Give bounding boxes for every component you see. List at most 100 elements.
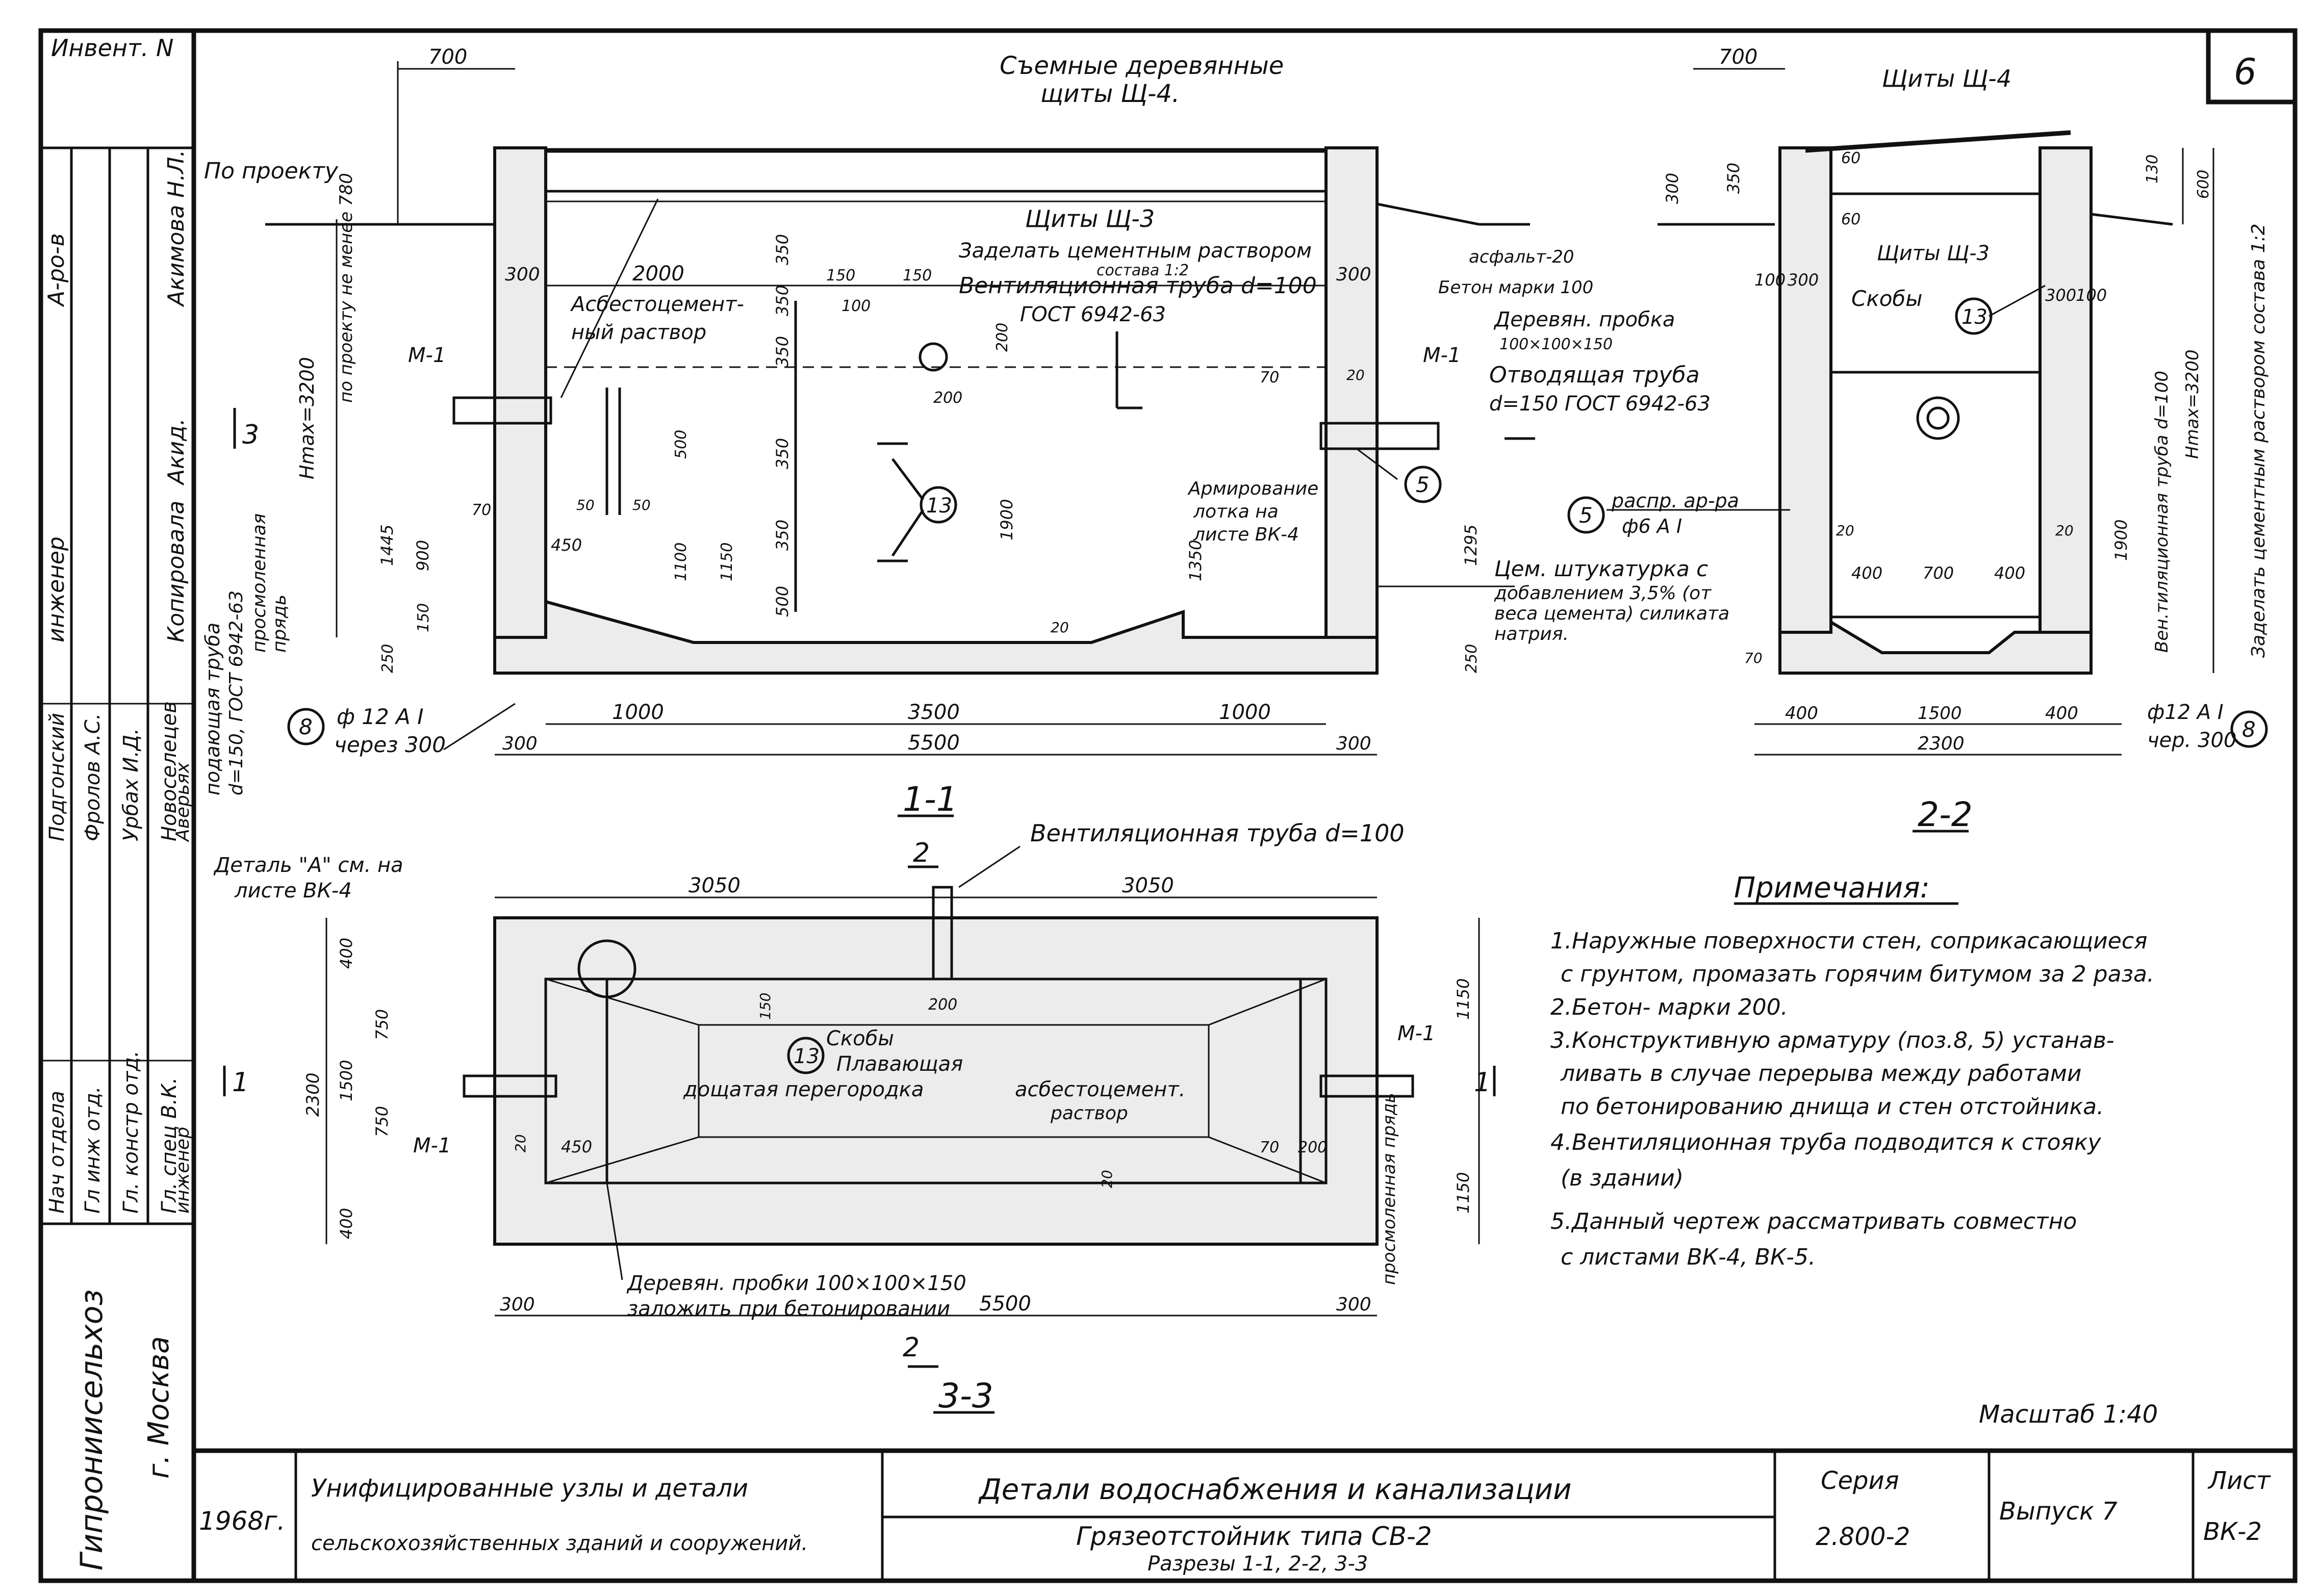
vent-pipe-2-2 bbox=[1916, 396, 1960, 440]
s33-d3050b: 3050 bbox=[1122, 874, 1174, 897]
s11-cut-3: 3 bbox=[242, 420, 259, 450]
tb-sheet-value: ВК-2 bbox=[2203, 1517, 2262, 1546]
s11-rebar: ф 12 А I bbox=[337, 704, 424, 729]
role-chief-constr: Гл. констр отд. bbox=[119, 1050, 143, 1214]
s11-by-project: По проекту bbox=[204, 158, 339, 184]
s33-d70: 70 bbox=[1260, 1139, 1279, 1156]
s33-d1150b: 1150 bbox=[1454, 1172, 1473, 1214]
note-line-1: 1.Наружные поверхности стен, соприкасающ… bbox=[1550, 928, 2148, 954]
s33-asbestos: асбестоцемент. bbox=[1015, 1078, 1185, 1101]
s22-d100b: 100 bbox=[2076, 286, 2107, 305]
sig-3: Акид. bbox=[163, 418, 189, 486]
s33-tarred: просмоленная прядь bbox=[1379, 1093, 1399, 1285]
s33-d200a: 200 bbox=[928, 996, 957, 1014]
notes-block: Примечания: 1.Наружные поверхности стен,… bbox=[1550, 871, 2154, 1270]
s11-d350a: 350 bbox=[773, 234, 792, 265]
s11-d1150: 1150 bbox=[718, 543, 736, 581]
section-1-1 bbox=[233, 61, 1535, 756]
s22-d700: 700 bbox=[1719, 45, 1757, 69]
s11-d200a: 200 bbox=[933, 389, 962, 407]
tb-series-title-2: сельскохозяйственных зданий и сооружений… bbox=[311, 1532, 808, 1555]
note-line-6: по бетонированию днища и стен отстойника… bbox=[1561, 1094, 2104, 1120]
role-chief-eng: Гл инж отд. bbox=[81, 1086, 105, 1214]
role-engineer: инженер bbox=[43, 536, 69, 642]
s22-d350: 350 bbox=[1724, 163, 1743, 194]
s11-d900: 900 bbox=[413, 540, 432, 571]
wall-right-1-1 bbox=[1324, 146, 1379, 675]
s11-d300a: 300 bbox=[505, 264, 540, 285]
note-line-9: 5.Данный чертеж рассматривать совместно bbox=[1550, 1208, 2077, 1234]
s33-d5500: 5500 bbox=[979, 1292, 1031, 1316]
section-3-3 bbox=[223, 845, 1496, 1368]
s11-d3500: 3500 bbox=[908, 701, 960, 724]
s11-d200b: 200 bbox=[993, 323, 1011, 352]
s11-d300b: 300 bbox=[1336, 264, 1371, 285]
s33-marker-13: 13 bbox=[794, 1045, 820, 1068]
s11-reinforcing-2: лотка на bbox=[1193, 501, 1279, 522]
s22-dist-rebar: распр. ар-ра bbox=[1611, 490, 1739, 512]
s33-d300: 300 bbox=[500, 1294, 535, 1315]
s22-d2300: 2300 bbox=[1918, 733, 1965, 754]
outlet-pipe bbox=[1319, 422, 1440, 450]
s11-inlet-2: d=150, ГОСТ 6942-63 bbox=[226, 590, 247, 795]
section-2-2 bbox=[1567, 68, 2268, 756]
s11-d20a: 20 bbox=[1346, 367, 1365, 383]
s11-d350d: 350 bbox=[773, 438, 792, 469]
s22-d700b: 700 bbox=[1923, 563, 1954, 583]
s33-d750b: 750 bbox=[372, 1106, 392, 1137]
s11-wood-plug-size: 100×100×150 bbox=[1499, 336, 1613, 353]
s11-removable: Съемные деревянные bbox=[1000, 52, 1284, 80]
s11-vent-gost: ГОСТ 6942-63 bbox=[1020, 303, 1166, 326]
s22-d1500: 1500 bbox=[1918, 703, 1962, 724]
s22-seal-v: Заделать цементным раствором состава 1:2 bbox=[2248, 223, 2269, 658]
role-head: Нач отдела bbox=[45, 1091, 69, 1214]
tb-series-value: 2.800-2 bbox=[1816, 1523, 1910, 1551]
s22-brackets: Скобы bbox=[1851, 286, 1922, 311]
s11-m1-left: М-1 bbox=[408, 344, 446, 367]
note-line-7: 4.Вентиляционная труба подводится к стоя… bbox=[1550, 1129, 2102, 1155]
note-line-3: 2.Бетон- марки 200. bbox=[1550, 994, 1788, 1020]
tb-issue: Выпуск 7 bbox=[1999, 1497, 2118, 1526]
s11-seal: Заделать цементным раствором bbox=[959, 239, 1312, 263]
s11-hmax: Нmax=3200 bbox=[296, 357, 318, 479]
org-name: Гипрониисельхоз bbox=[74, 1290, 110, 1571]
s33-cut-1-left: 1 bbox=[232, 1067, 249, 1098]
title-block bbox=[194, 1448, 2295, 1581]
s11-inlet-4: прядь bbox=[269, 595, 290, 653]
sheet-number-box bbox=[2206, 28, 2298, 105]
s11-asbestos-2: ный раствор bbox=[571, 321, 706, 344]
note-line-2: с грунтом, промазать горячим битумом за … bbox=[1561, 961, 2154, 987]
s11-d1900: 1900 bbox=[997, 499, 1016, 540]
s11-d50b: 50 bbox=[632, 497, 651, 513]
s22-rebar-step: чер. 300 bbox=[2147, 729, 2236, 752]
s11-by-project-depth: по проекту не менее 780 bbox=[336, 173, 356, 403]
s33-d20b: 20 bbox=[1099, 1170, 1115, 1188]
vent-pipe-circle bbox=[919, 342, 948, 372]
s11-d300d: 300 bbox=[1336, 733, 1371, 754]
s11-d100: 100 bbox=[842, 297, 871, 315]
s33-m1-right: М-1 bbox=[1397, 1022, 1435, 1045]
s11-d70b: 70 bbox=[1260, 369, 1279, 387]
s11-d1445: 1445 bbox=[377, 525, 397, 566]
tb-sub-title: Грязеотстойник типа СВ-2 bbox=[1076, 1522, 1432, 1551]
tb-series-title-1: Унифицированные узлы и детали bbox=[311, 1474, 748, 1503]
s22-d300c: 300 bbox=[2045, 286, 2076, 305]
s33-title: 3-3 bbox=[938, 1376, 993, 1415]
role-chief-spec: Гл. спец В.К. bbox=[158, 1077, 181, 1214]
s33-d1500: 1500 bbox=[337, 1060, 356, 1101]
outer-frame bbox=[38, 28, 2298, 1583]
name-5: Аверьях bbox=[172, 762, 193, 842]
s33-floating: Плавающая bbox=[836, 1052, 963, 1076]
s11-d300c: 300 bbox=[502, 733, 538, 754]
s11-title: 1-1 bbox=[903, 780, 958, 819]
s11-concrete: Бетон марки 100 bbox=[1438, 277, 1593, 298]
note-line-8: (в здании) bbox=[1561, 1165, 1684, 1191]
s11-seal-2: состава 1:2 bbox=[1097, 262, 1189, 279]
sheet-number: 6 bbox=[2234, 51, 2257, 93]
note-line-10: с листами ВК-4, ВК-5. bbox=[1561, 1244, 1816, 1270]
s22-rebar: ф12 А I bbox=[2147, 701, 2224, 724]
s33-brackets: Скобы bbox=[826, 1027, 894, 1050]
s11-d5500: 5500 bbox=[908, 731, 960, 755]
s11-d350b: 350 bbox=[773, 285, 792, 316]
